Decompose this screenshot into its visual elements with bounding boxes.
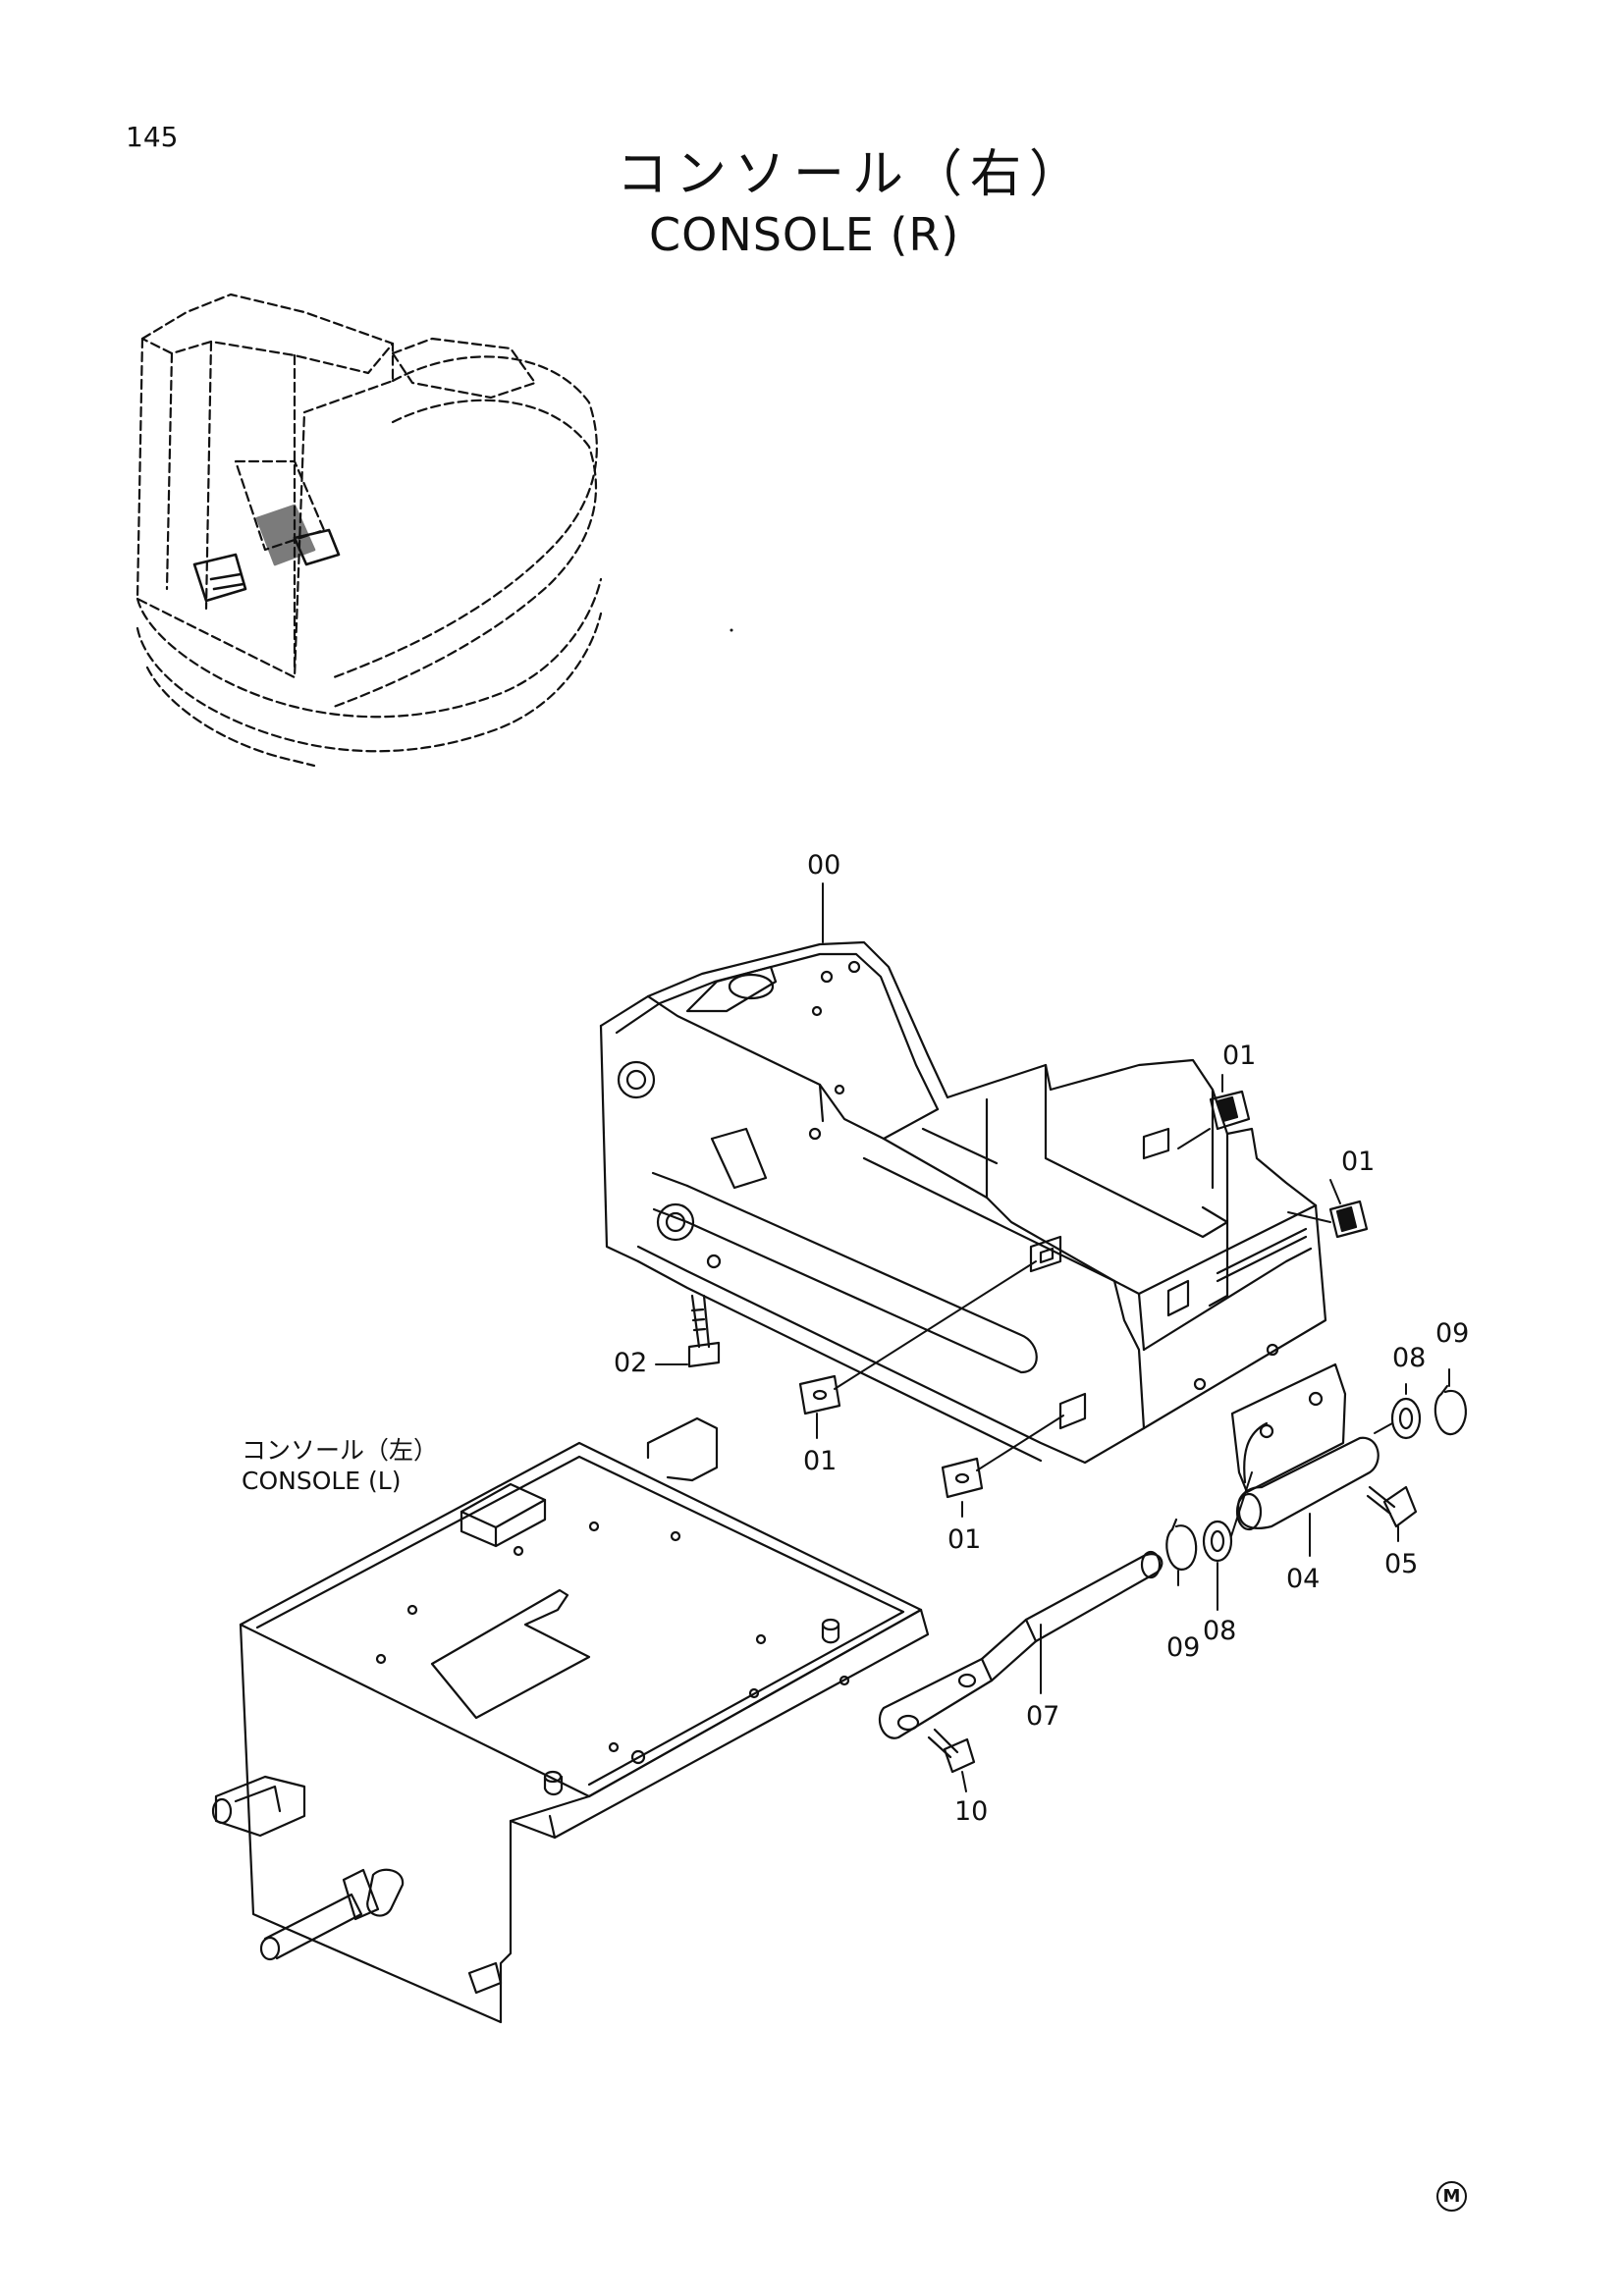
grommet-01-d [941,1457,984,1499]
callout-09-upper: 09 [1435,1318,1470,1349]
title-english: CONSOLE (R) [649,208,960,261]
grommet-01-c [798,1374,841,1415]
callout-09-lower: 09 [1166,1632,1201,1663]
excavator-console-highlight [192,504,341,603]
callout-01-top: 01 [1222,1041,1257,1071]
leader-lines [655,882,1450,1792]
bolt-05 [1366,1485,1418,1528]
snap-ring-09-a [1434,1384,1467,1436]
console-r-body [599,940,1327,1465]
page-number: 145 [126,121,179,153]
callout-07: 07 [1026,1701,1060,1732]
console-l-label: コンソール（左） CONSOLE (L) [242,1435,438,1497]
callout-01-right: 01 [1341,1147,1376,1177]
lever-rod-07 [878,1550,1163,1739]
callout-04: 04 [1286,1564,1321,1594]
grommet-01-a [1209,1090,1251,1131]
callout-08-lower: 08 [1203,1616,1237,1646]
washer-08-b [1202,1520,1233,1563]
console-l-label-jp: コンソール（左） [242,1436,439,1465]
callout-08-upper: 08 [1392,1343,1427,1373]
callout-02: 02 [614,1348,648,1378]
callout-05: 05 [1384,1549,1419,1579]
callout-00: 00 [807,850,841,881]
bolt-10 [927,1728,976,1774]
washer-08-a [1390,1397,1422,1440]
grommet-01-b [1328,1200,1369,1239]
callout-01-left: 01 [803,1446,838,1476]
bolt-02 [687,1294,721,1368]
title-japanese: コンソール（右） [617,145,1089,204]
m-mark-symbol: M [1436,2181,1467,2212]
callout-01-bottom: 01 [947,1524,982,1555]
stray-dot [730,628,733,632]
hinge-bracket-04 [1230,1362,1380,1531]
callout-10: 10 [954,1796,989,1827]
console-l-body [211,1416,930,2024]
excavator-overview-illustration [135,293,603,768]
snap-ring-09-b [1165,1518,1198,1571]
console-l-label-en: CONSOLE (L) [242,1467,402,1496]
